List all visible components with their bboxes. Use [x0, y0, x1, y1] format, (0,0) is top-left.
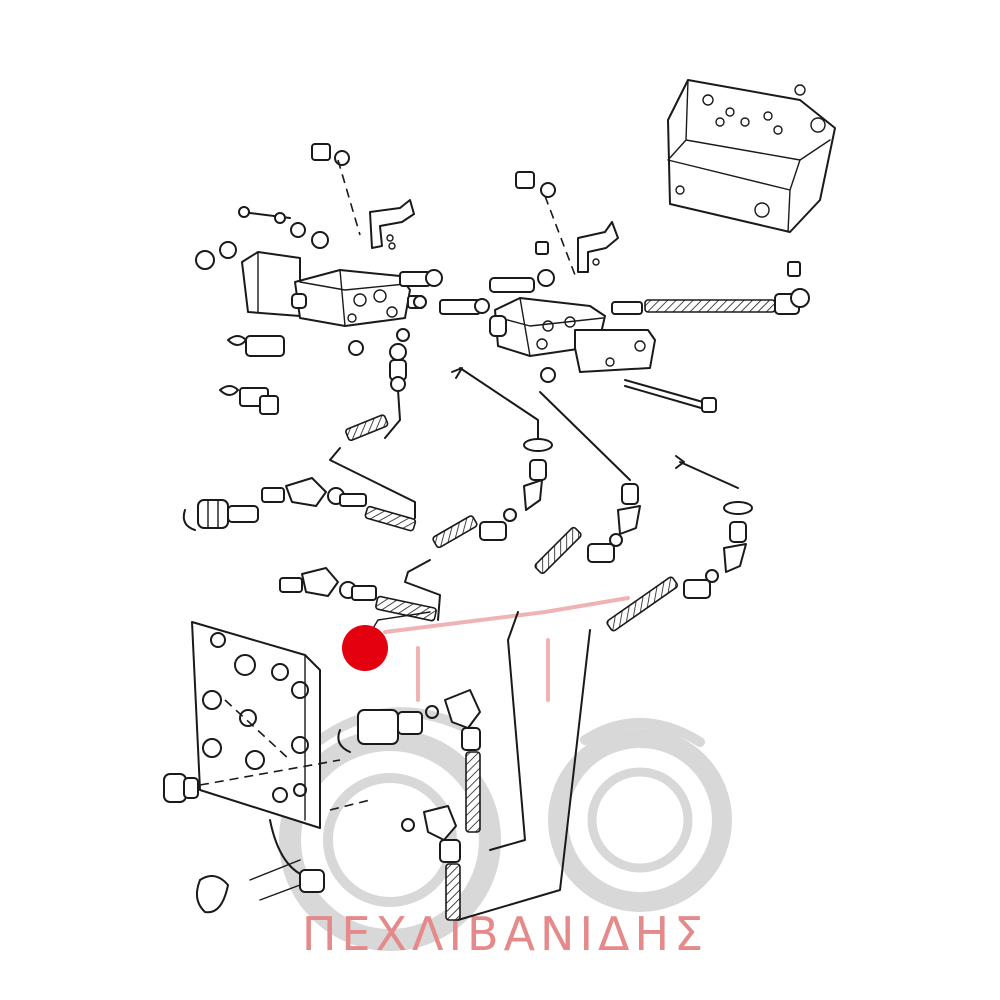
- pump-housing-cover: [667, 79, 836, 233]
- right-control-valve: [439, 171, 801, 413]
- part-hotspot-marker[interactable]: [342, 625, 388, 671]
- coupler-bottom: [163, 773, 461, 921]
- hose-right-center: [457, 391, 641, 921]
- left-control-valve: [241, 251, 443, 327]
- right-pressure-hose: [611, 288, 810, 315]
- hotspot-leader-line: [371, 611, 431, 631]
- coupler-lower: [337, 689, 481, 833]
- hose-left-return: [329, 343, 416, 519]
- left-valve-fasteners: [195, 143, 415, 415]
- hose-center: [404, 367, 553, 621]
- hose-mid-left: [261, 477, 417, 532]
- hose-right: [606, 455, 753, 632]
- hose-lower-left: [279, 567, 437, 622]
- coupler-mounting-plate: [191, 621, 371, 829]
- watermark-text: ΠΕΧΛΙΒΑΝΙΔΗΣ: [302, 907, 708, 961]
- coupler-left: [182, 499, 259, 531]
